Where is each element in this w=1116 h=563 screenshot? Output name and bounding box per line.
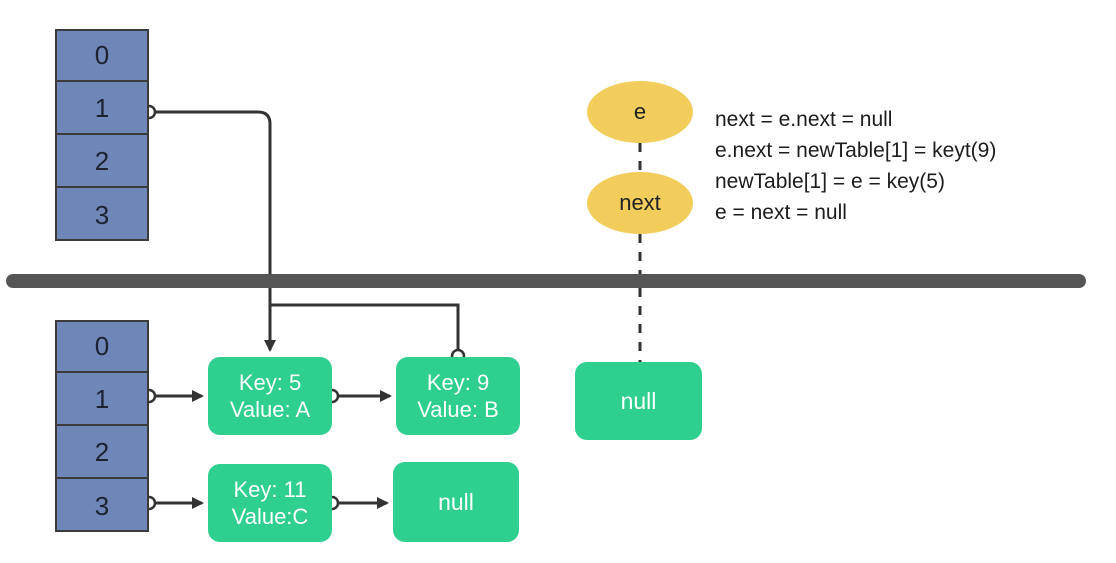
pointer-e: e	[587, 81, 693, 143]
node-key-9-value: Value: B	[417, 397, 499, 422]
node-null-bucket-3-label: null	[438, 488, 474, 515]
node-null-bucket-3: null	[393, 462, 519, 542]
node-key-11: Key: 11 Value:C	[208, 464, 332, 542]
new-table-slot-0: 0	[57, 322, 147, 373]
key9-next-link	[270, 303, 460, 352]
code-line-1: next = e.next = null	[715, 108, 893, 131]
node-key-11-value: Value:C	[231, 504, 309, 529]
code-line-3: newTable[1] = e = key(5)	[715, 170, 945, 193]
node-key-5-key: Key: 5	[238, 370, 302, 395]
new-table-slot-2: 2	[57, 428, 147, 479]
new-table: 0 1 2 3	[55, 320, 149, 532]
old-table: 0 1 2 3	[55, 29, 149, 241]
code-line-4: e = next = null	[715, 201, 847, 224]
old-table-slot-2: 2	[57, 137, 147, 188]
old-table-slot-1: 1	[57, 84, 147, 135]
node-null-pointer-target: null	[575, 362, 702, 440]
old-table-slot-0: 0	[57, 31, 147, 82]
old-table-slot-3: 3	[94, 200, 110, 230]
node-key-5-value: Value: A	[229, 397, 311, 422]
section-divider	[6, 274, 1086, 288]
new-table-slot-3: 3	[94, 491, 110, 521]
code-block: next = e.next = null e.next = newTable[1…	[715, 104, 996, 228]
new-table-slot-1: 1	[57, 375, 147, 426]
pointer-e-label: e	[633, 99, 647, 124]
node-key-11-key: Key: 11	[233, 477, 307, 502]
node-null-pointer-target-label: null	[620, 387, 657, 414]
old-table-slot1-link	[149, 110, 276, 352]
code-line-2: e.next = newTable[1] = keyt(9)	[715, 139, 997, 162]
node-key-9-key: Key: 9	[426, 370, 490, 395]
pointer-next-label: next	[619, 190, 661, 215]
pointer-next: next	[587, 172, 693, 234]
node-key-5: Key: 5 Value: A	[208, 357, 332, 435]
node-key-9: Key: 9 Value: B	[396, 357, 520, 435]
